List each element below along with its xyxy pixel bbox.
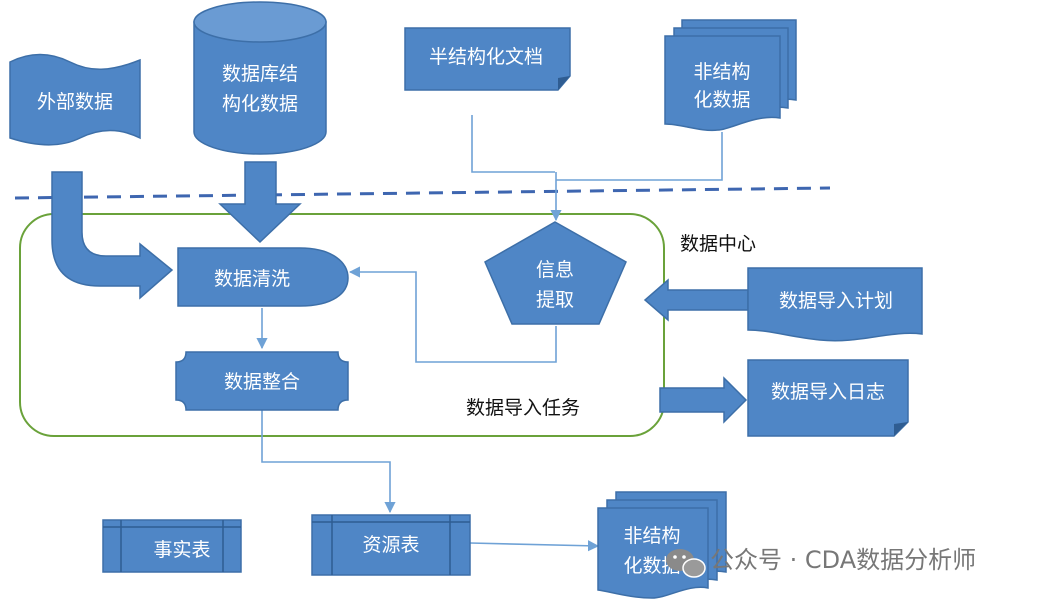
- info-extract-label-line2: 提取: [536, 289, 574, 311]
- resource-to-unstructured-line: [469, 540, 600, 552]
- task-to-log-arrow: [659, 376, 748, 424]
- fact-table-node: 事实表: [102, 519, 242, 573]
- database-label-line1: 数据库结: [222, 63, 298, 85]
- data-cleaning-label: 数据清洗: [214, 268, 290, 290]
- external-data-node: 外部数据: [9, 53, 141, 146]
- database-structured-node: 数据库结 构化数据: [193, 1, 327, 155]
- data-integration-node: 数据整合: [175, 351, 349, 411]
- database-to-cleaning-arrow: [218, 161, 302, 244]
- semi-structured-doc-node: 半结构化文档: [404, 27, 571, 91]
- watermark: 公众号 · CDA数据分析师: [666, 546, 976, 578]
- integration-to-resource-line: [261, 410, 396, 514]
- extract-to-cleaning-line: [348, 266, 557, 363]
- import-log-label: 数据导入日志: [771, 381, 885, 403]
- info-extraction-node: 信息 提取: [484, 221, 627, 325]
- watermark-text: 公众号 · CDA数据分析师: [710, 546, 976, 574]
- data-center-label: 数据中心: [680, 233, 756, 255]
- unstructured-data-bottom-node: 非结构 化数据: [597, 491, 727, 599]
- semi-doc-to-extract-line: [471, 115, 555, 173]
- info-extract-label-line1: 信息: [536, 259, 574, 281]
- unstructured-top-label-line1: 非结构: [693, 61, 750, 83]
- database-label-line2: 构化数据: [222, 93, 298, 115]
- import-task-boundary: [19, 213, 665, 437]
- unstructured-to-extract-line: [556, 132, 723, 181]
- unstructured-bottom-label-line1: 非结构: [623, 525, 680, 547]
- data-cleaning-node: 数据清洗: [177, 247, 349, 307]
- resource-table-node: 资源表: [311, 514, 471, 576]
- import-plan-to-extract-arrow: [643, 278, 749, 322]
- external-to-cleaning-arrow: [51, 171, 174, 300]
- data-center-divider: [14, 186, 831, 200]
- resource-table-label: 资源表: [362, 534, 419, 556]
- fact-table-label: 事实表: [153, 539, 210, 561]
- semi-structured-doc-label: 半结构化文档: [429, 46, 543, 68]
- external-data-label: 外部数据: [37, 91, 113, 113]
- unstructured-data-top-node: 非结构 化数据: [664, 19, 797, 132]
- wechat-icon: [666, 549, 706, 578]
- unstructured-top-label-line2: 化数据: [693, 89, 750, 111]
- import-plan-node: 数据导入计划: [747, 267, 923, 342]
- import-plan-label: 数据导入计划: [779, 290, 893, 312]
- data-integration-label: 数据整合: [224, 371, 300, 393]
- import-log-node: 数据导入日志: [747, 359, 909, 437]
- import-task-label: 数据导入任务: [466, 397, 580, 419]
